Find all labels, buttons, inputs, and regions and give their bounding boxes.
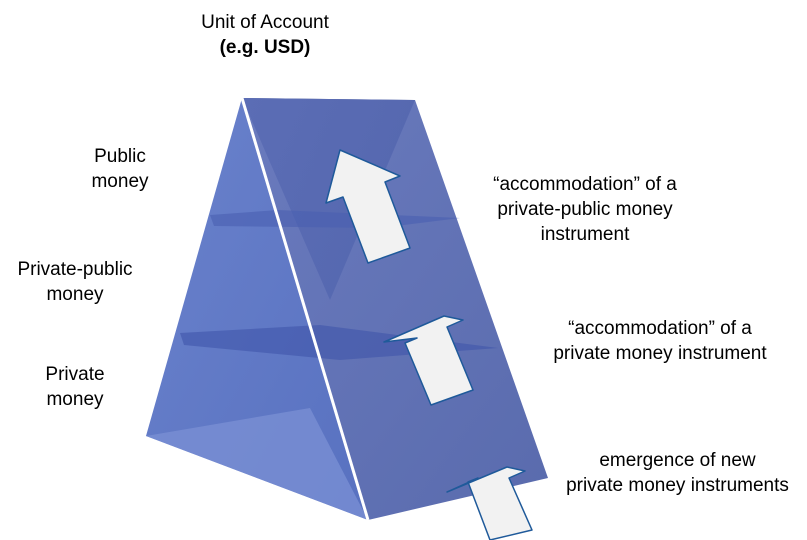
arrow-label-bottom-line1: emergence of new [599,450,756,471]
arrow-label-bottom: emergence of new private money instrumen… [550,448,805,498]
layer-label-private: Private money [25,362,125,412]
layer-label-public-line1: Public [94,146,146,167]
layer-label-public: Public money [70,144,170,194]
arrow-label-middle-line2: private money instrument [553,343,767,364]
layer-label-private-public-line1: Private-public [17,259,133,280]
arrow-top [325,149,411,264]
arrow-label-top-line3: instrument [540,224,630,245]
arrow-label-middle: “accommodation” of a private money instr… [525,316,795,366]
title-line1: Unit of Account [201,12,329,33]
prism-front-edge [240,97,370,521]
layer-label-private-public-line2: money [46,284,104,305]
arrow-middle [383,315,474,406]
prism-right-face [242,98,548,520]
layer-label-private-line1: Private [45,364,105,385]
arrow-label-top: “accommodation” of a private-public mone… [470,172,700,247]
layer-label-public-line2: money [91,171,149,192]
arrow-label-middle-line1: “accommodation” of a [568,318,752,339]
title-line2: (e.g. USD) [219,37,311,58]
arrow-label-top-line2: private-public money [497,199,673,220]
layer-label-private-line2: money [46,389,104,410]
unit-of-account-title: Unit of Account (e.g. USD) [180,10,350,60]
prism-bottom-face [146,408,368,520]
layer-label-private-public: Private-public money [5,257,145,307]
arrow-label-bottom-line2: private money instruments [566,475,789,496]
arrow-bottom [446,466,533,540]
arrow-label-top-line1: “accommodation” of a [493,174,677,195]
